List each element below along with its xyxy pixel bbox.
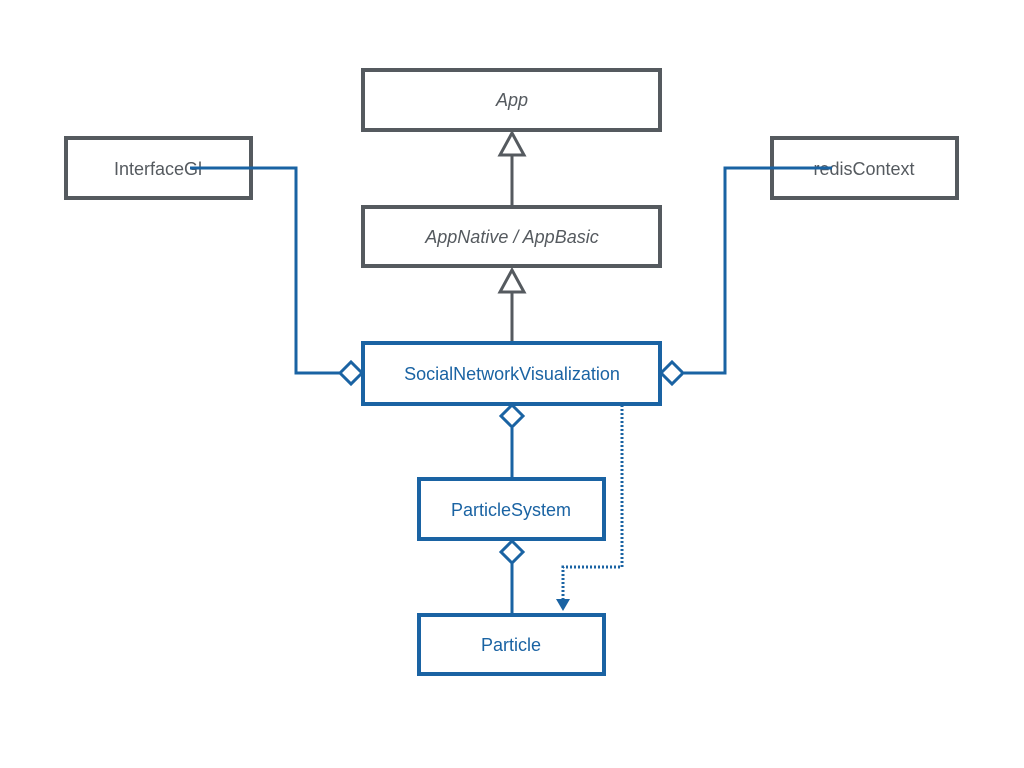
dependency-arrowhead (556, 599, 570, 611)
aggregation-diamond-right (658, 359, 686, 387)
class-name-particle: Particle (481, 635, 541, 655)
inheritance-arrowhead-appnative (497, 266, 527, 294)
class-name-particlesystem: ParticleSystem (451, 500, 571, 520)
aggregation-diamond-left (337, 359, 365, 387)
class-box-particlesystem: ParticleSystem (417, 477, 606, 541)
class-box-particle: Particle (417, 613, 606, 676)
class-name-appnative: AppNative / AppBasic (424, 227, 598, 247)
aggregation-diamond-snv-bottom (498, 402, 526, 430)
class-box-app: App (361, 68, 662, 132)
class-name-rediscontext: redisContext (813, 159, 914, 179)
class-name-interfacegl: InterfaceGl (114, 159, 202, 179)
inheritance-arrowhead-app (497, 129, 527, 157)
class-name-app: App (495, 90, 528, 110)
class-box-socialnetworkvisualization: SocialNetworkVisualization (361, 341, 662, 406)
class-name-socialnetworkvisualization: SocialNetworkVisualization (404, 364, 620, 384)
class-box-appnative: AppNative / AppBasic (361, 205, 662, 268)
dependency-edge-particle (561, 405, 624, 600)
aggregation-diamond-particlesystem-bottom (498, 538, 526, 566)
